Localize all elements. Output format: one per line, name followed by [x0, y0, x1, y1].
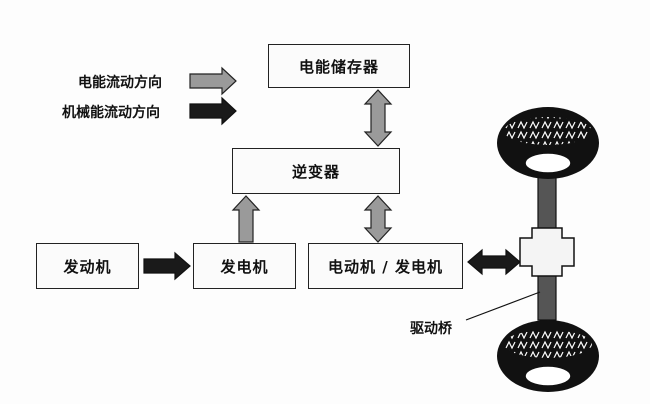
bottom-wheel	[497, 320, 599, 392]
drive-axle-leader	[465, 291, 541, 321]
generator-block: 发电机	[193, 243, 296, 289]
motor-axle-arrow	[467, 248, 521, 276]
differential-housing	[519, 227, 575, 277]
engine-block: 发动机	[36, 243, 139, 289]
top-wheel	[497, 107, 599, 179]
inverter-motor-arrow	[363, 195, 393, 243]
energy-storage-block: 电能储存器	[268, 44, 410, 88]
legend-mechanical-label: 机械能流动方向	[62, 105, 160, 121]
legend-mechanical-arrow	[189, 96, 237, 126]
engine-generator-arrow	[143, 251, 191, 281]
drive-axle-label: 驱动桥	[410, 321, 452, 337]
legend-electric-label: 电能流动方向	[78, 75, 162, 91]
motor-generator-block: 电动机 / 发电机	[308, 243, 463, 289]
legend-electric-arrow	[189, 66, 237, 96]
generator-inverter-arrow	[231, 195, 261, 243]
storage-inverter-arrow	[363, 89, 393, 147]
inverter-block: 逆变器	[232, 148, 400, 194]
